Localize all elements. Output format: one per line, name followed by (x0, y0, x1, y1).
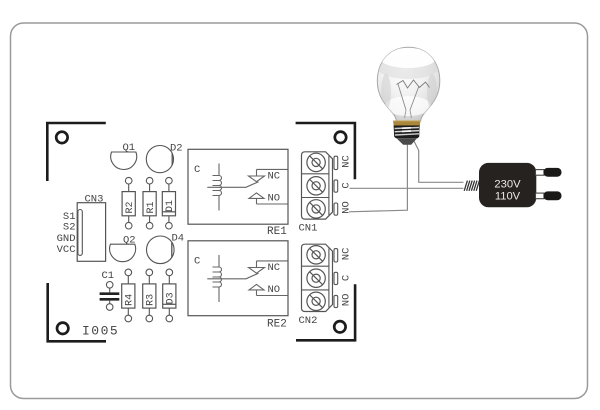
svg-text:S1: S1 (63, 211, 76, 223)
svg-text:D2: D2 (170, 143, 183, 155)
svg-text:D1: D1 (165, 200, 176, 212)
svg-text:230V: 230V (494, 178, 521, 190)
svg-text:NC: NC (268, 170, 281, 182)
svg-text:CN1: CN1 (299, 223, 318, 235)
svg-text:Q1: Q1 (123, 142, 136, 154)
svg-text:D4: D4 (172, 233, 185, 245)
svg-text:S2: S2 (63, 222, 76, 234)
svg-text:R4: R4 (125, 294, 136, 306)
svg-text:C: C (194, 164, 200, 176)
svg-text:RE2: RE2 (267, 319, 287, 331)
svg-text:C: C (341, 182, 353, 188)
svg-text:D3: D3 (166, 292, 177, 304)
svg-text:110V: 110V (495, 190, 521, 202)
svg-text:NC: NC (341, 155, 353, 168)
svg-text:NO: NO (268, 193, 281, 205)
svg-text:R1: R1 (146, 201, 157, 213)
svg-text:R2: R2 (125, 201, 136, 213)
svg-text:VCC: VCC (57, 244, 76, 256)
svg-text:GND: GND (57, 233, 76, 245)
svg-text:RE1: RE1 (267, 226, 287, 238)
svg-text:C1: C1 (102, 270, 115, 282)
svg-text:CN3: CN3 (85, 194, 104, 206)
svg-text:NO: NO (341, 201, 353, 214)
svg-text:R3: R3 (146, 294, 157, 306)
svg-text:CN2: CN2 (299, 315, 318, 327)
svg-text:I005: I005 (82, 324, 119, 339)
svg-text:Q2: Q2 (123, 235, 136, 247)
